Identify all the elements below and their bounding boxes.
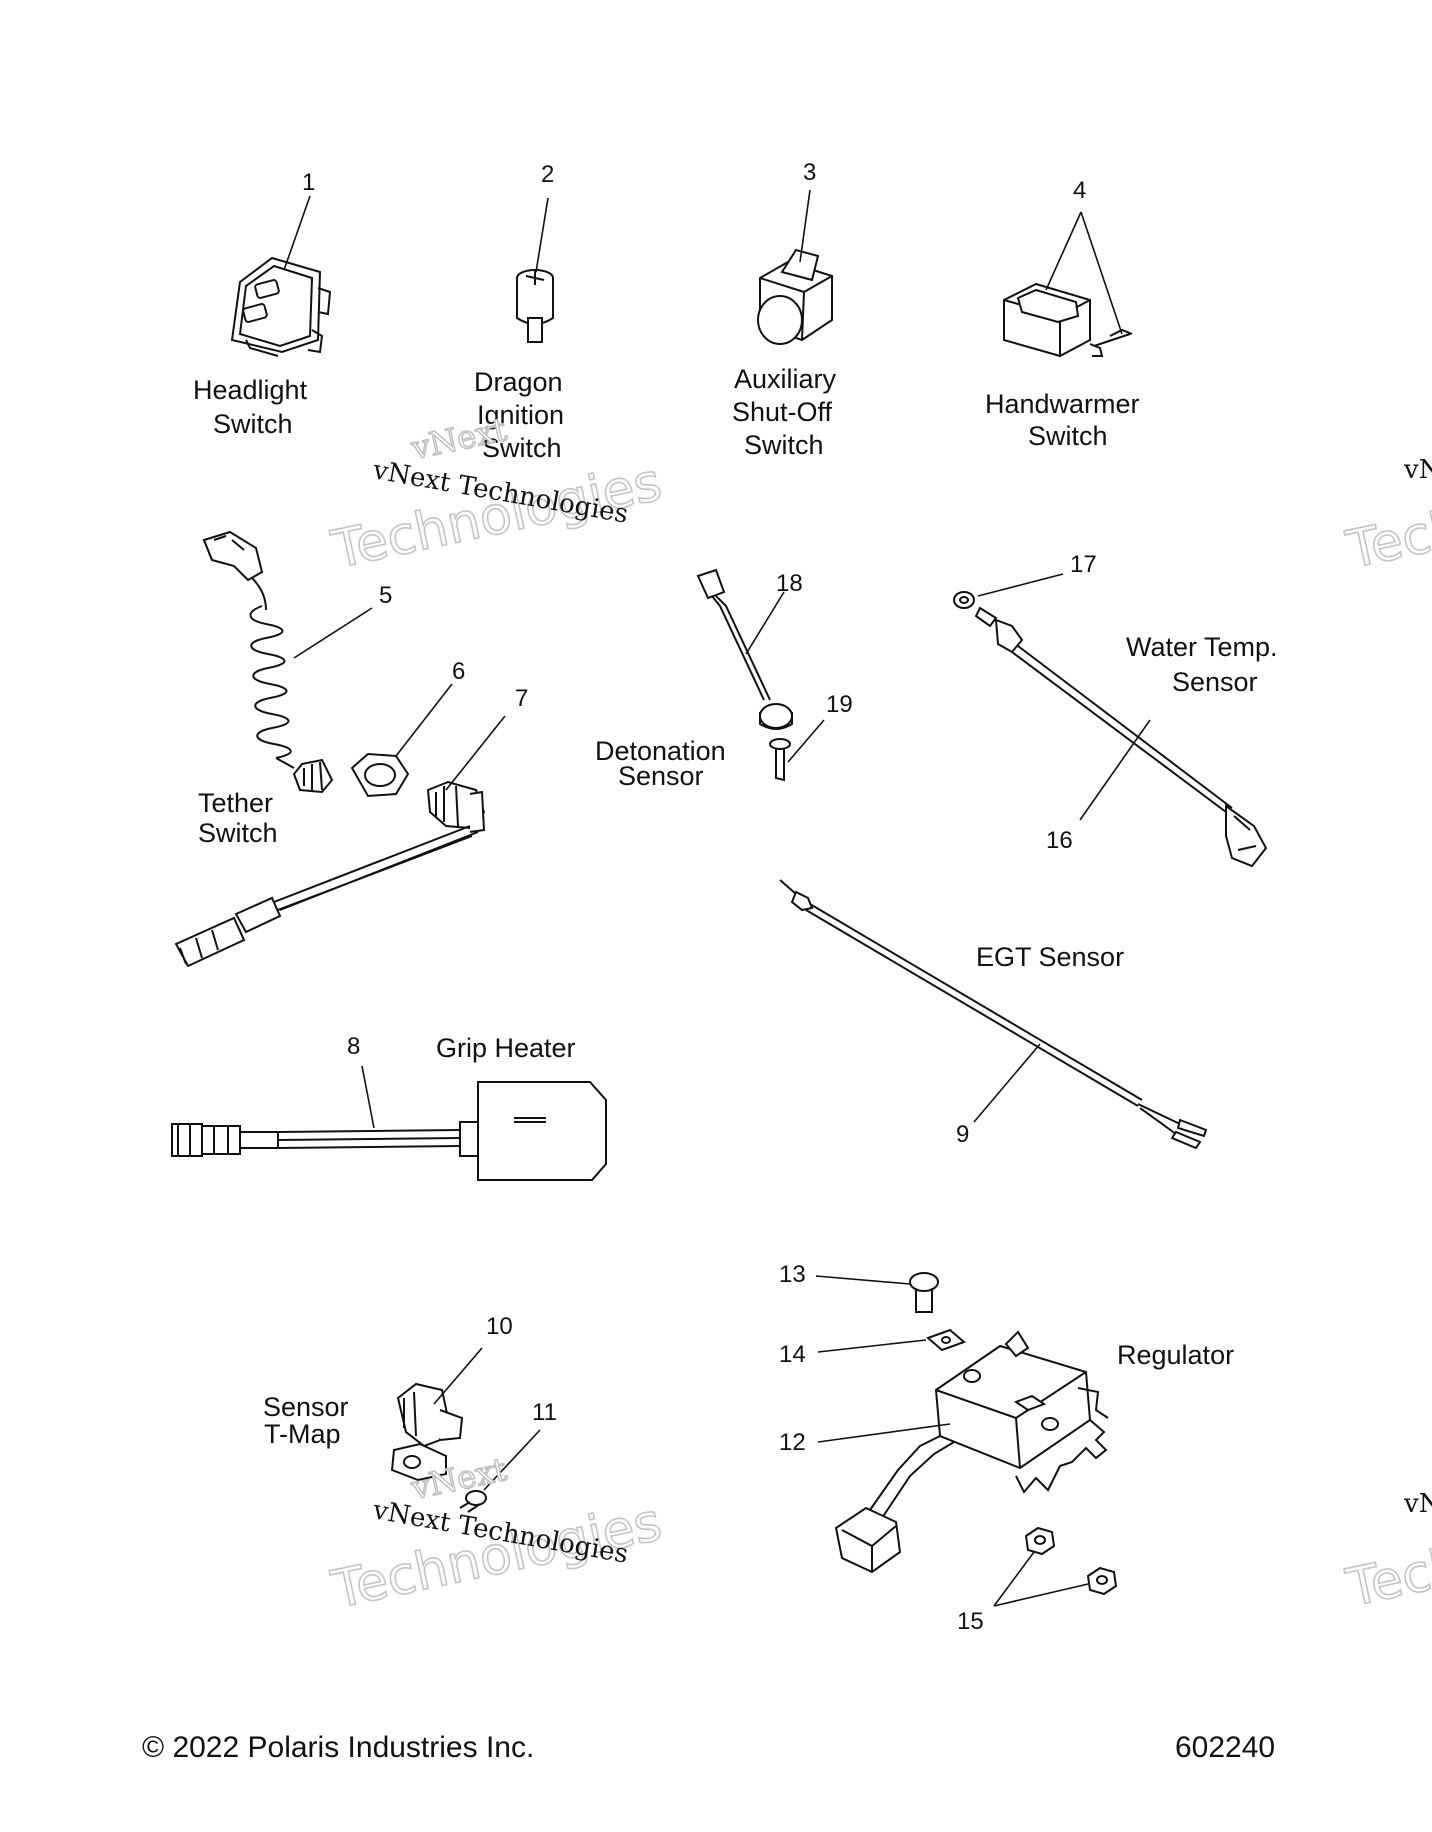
leader-16 (1079, 719, 1151, 821)
leader-9 (973, 1043, 1041, 1123)
regulator-part (834, 1330, 1109, 1574)
callout-17: 17 (1070, 551, 1097, 578)
leader-13 (815, 1275, 911, 1285)
callout-19: 19 (826, 691, 853, 718)
leader-11 (483, 1429, 541, 1491)
leader-2 (535, 197, 549, 273)
leader-3 (799, 189, 811, 263)
figure-number: 602240 (1175, 1731, 1275, 1764)
watermark-edge-bottom-text: vNext Technologies (1403, 1489, 1432, 1519)
callout-5: 5 (379, 582, 392, 609)
dragon-ignition-switch-part (516, 269, 554, 343)
callout-12: 12 (779, 1429, 806, 1456)
tmap-sensor-label: Sensor T-Map (263, 1392, 356, 1449)
leader-10 (433, 1347, 483, 1405)
water-temp-sensor-label: Water Temp. Sensor (1126, 632, 1285, 697)
egt-sensor-label: EGT Sensor (976, 942, 1124, 972)
detonation-sensor-part (696, 568, 793, 730)
callout-2: 2 (541, 161, 554, 188)
tmap-screw-part (459, 1490, 487, 1513)
regulator-bolt-part (909, 1272, 939, 1313)
callout-8: 8 (347, 1033, 360, 1060)
detonation-bolt-part (769, 738, 791, 782)
headlight-switch-label: Headlight Switch (193, 375, 315, 439)
leader-4 (1045, 211, 1123, 335)
leader-14 (817, 1339, 927, 1353)
callout-14: 14 (779, 1341, 806, 1368)
grip-heater-label: Grip Heater (436, 1033, 576, 1063)
regulator-washer-part (926, 1328, 966, 1352)
callout-10: 10 (486, 1313, 513, 1340)
callout-1: 1 (302, 169, 315, 196)
leader-1 (283, 195, 311, 271)
callout-18: 18 (776, 570, 803, 597)
leader-19 (787, 719, 825, 763)
leader-7 (445, 715, 506, 791)
tether-harness-part (174, 780, 486, 968)
leader-5 (293, 607, 373, 659)
water-temp-sensor-part (953, 591, 1268, 868)
callout-3: 3 (803, 159, 816, 186)
handwarmer-switch-label: Handwarmer Switch (985, 389, 1147, 451)
callout-15: 15 (957, 1608, 984, 1635)
leader-12 (817, 1423, 951, 1443)
egt-sensor-part (779, 879, 1208, 1150)
callout-6: 6 (452, 658, 465, 685)
auxiliary-shutoff-switch-part (757, 248, 833, 345)
leader-15 (993, 1551, 1089, 1607)
leader-18 (745, 591, 785, 655)
copyright-text: © 2022 Polaris Industries Inc. (142, 1731, 534, 1764)
callout-7: 7 (515, 685, 528, 712)
headlight-switch-part (230, 256, 332, 357)
callout-16: 16 (1046, 827, 1073, 854)
regulator-label: Regulator (1117, 1340, 1234, 1370)
regulator-nuts-part (1024, 1526, 1118, 1596)
tmap-sensor-part (390, 1382, 464, 1482)
handwarmer-switch-part (1003, 282, 1133, 358)
callout-4: 4 (1073, 177, 1086, 204)
dragon-ignition-switch-label: Dragon Ignition Switch (474, 367, 572, 463)
detonation-sensor-label: Detonation Sensor (595, 736, 733, 791)
leader-8 (361, 1065, 375, 1129)
tether-switch-label: Tether Switch (198, 788, 281, 848)
grip-heater-part (171, 1081, 607, 1181)
auxiliary-shutoff-switch-label: Auxiliary Shut-Off Switch (732, 364, 844, 460)
callout-9: 9 (956, 1121, 969, 1148)
tether-coil-part (202, 530, 334, 794)
leader-17 (977, 573, 1064, 597)
tether-nut-part (350, 752, 410, 798)
callout-11: 11 (532, 1399, 557, 1426)
watermark-edge-top-text: vNext Technologies (1403, 455, 1432, 485)
callout-13: 13 (779, 1261, 806, 1288)
leader-6 (395, 683, 453, 757)
